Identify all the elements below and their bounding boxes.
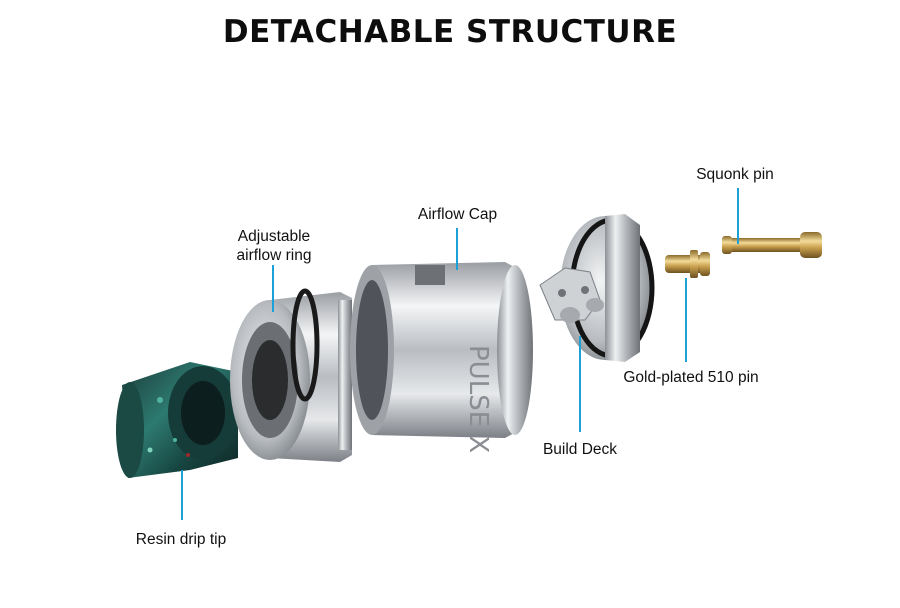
adjustable-airflow-ring-label-line2: airflow ring (236, 247, 312, 264)
adjustable-airflow-ring-label: Adjustable airflow ring (212, 227, 336, 265)
build-deck-label: Build Deck (542, 441, 618, 458)
build-deck-part (539, 214, 655, 362)
svg-text:PULSE X: PULSE X (463, 345, 493, 453)
adjustable-airflow-ring-part (230, 288, 352, 462)
resin-drip-tip-label: Resin drip tip (135, 531, 227, 548)
airflow-cap-part: PULSE X (350, 262, 533, 453)
squonk-pin-label: Squonk pin (696, 166, 774, 183)
gold-plated-510-pin-part (665, 250, 710, 278)
resin-drip-tip-part (116, 362, 238, 478)
adjustable-airflow-ring-label-line1: Adjustable (237, 228, 311, 245)
page-title: DETACHABLE STRUCTURE (222, 14, 678, 50)
airflow-cap-label: Airflow Cap (417, 206, 498, 223)
squonk-pin-part (722, 232, 822, 258)
gold-plated-510-pin-label: Gold-plated 510 pin (623, 369, 759, 386)
